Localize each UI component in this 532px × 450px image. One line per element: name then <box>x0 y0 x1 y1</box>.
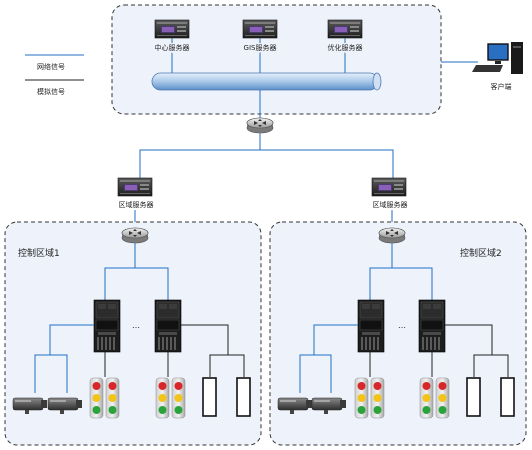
central-server-icon <box>154 19 190 39</box>
vehicle-detector-icon <box>466 377 481 417</box>
control-zone-2: 控制区域2 … <box>269 221 527 446</box>
zone-2-ellipsis: … <box>398 321 406 330</box>
control-zone-2-label: 控制区域2 <box>460 247 502 259</box>
optimization-server-icon <box>327 19 363 39</box>
regional-server-2: 区域服务器 <box>371 177 408 209</box>
vehicle-detector-icon <box>202 377 217 417</box>
signal-controller-cabinet <box>357 299 385 353</box>
traffic-light-icon <box>354 377 369 419</box>
traffic-light-icon <box>155 377 170 419</box>
core-switch-icon <box>246 117 274 134</box>
traffic-light-icon <box>435 377 450 419</box>
legend-network-label: 网络信号 <box>37 62 65 71</box>
network-bus <box>151 72 382 91</box>
zone-switch-icon <box>121 227 149 244</box>
traffic-light-icon <box>89 377 104 419</box>
regional-server-icon <box>117 177 153 197</box>
optimization-server-label: 优化服务器 <box>328 43 363 52</box>
legend-analog-label: 模拟信号 <box>37 87 65 96</box>
vehicle-detector-icon <box>236 377 251 417</box>
vehicle-detector-icon <box>500 377 515 417</box>
control-zone-1-frame <box>4 221 262 446</box>
gis-server-icon <box>242 19 278 39</box>
zone-1-ellipsis: … <box>132 321 140 330</box>
gis-server: GIS服务器 <box>242 19 278 73</box>
regional-server-label: 区域服务器 <box>119 200 154 209</box>
control-zone-1: 控制区域1 … <box>4 221 262 446</box>
signal-controller-cabinet <box>154 299 182 353</box>
legend: 网络信号 模拟信号 <box>25 54 84 96</box>
client-workstation: 客户端 <box>441 42 523 91</box>
control-zone-1-label: 控制区域1 <box>18 247 60 259</box>
control-zone-2-frame <box>269 221 527 446</box>
central-server-label: 中心服务器 <box>155 43 190 52</box>
traffic-light-icon <box>370 377 385 419</box>
traffic-light-icon <box>171 377 186 419</box>
computer-icon <box>472 42 523 74</box>
zone-switch-icon <box>378 227 406 244</box>
signal-controller-cabinet <box>93 299 121 353</box>
regional-server-icon <box>371 177 407 197</box>
regional-server-1: 区域服务器 <box>117 177 154 209</box>
signal-controller-cabinet <box>418 299 446 353</box>
traffic-light-icon <box>419 377 434 419</box>
optimization-server: 优化服务器 <box>326 19 364 73</box>
client-label: 客户端 <box>491 82 512 91</box>
regional-server-label: 区域服务器 <box>373 200 408 209</box>
central-server: 中心服务器 <box>153 19 191 73</box>
traffic-light-icon <box>105 377 120 419</box>
gis-server-label: GIS服务器 <box>244 43 277 52</box>
central-server-group: 中心服务器 GIS服务器 优化服务器 <box>111 4 442 115</box>
